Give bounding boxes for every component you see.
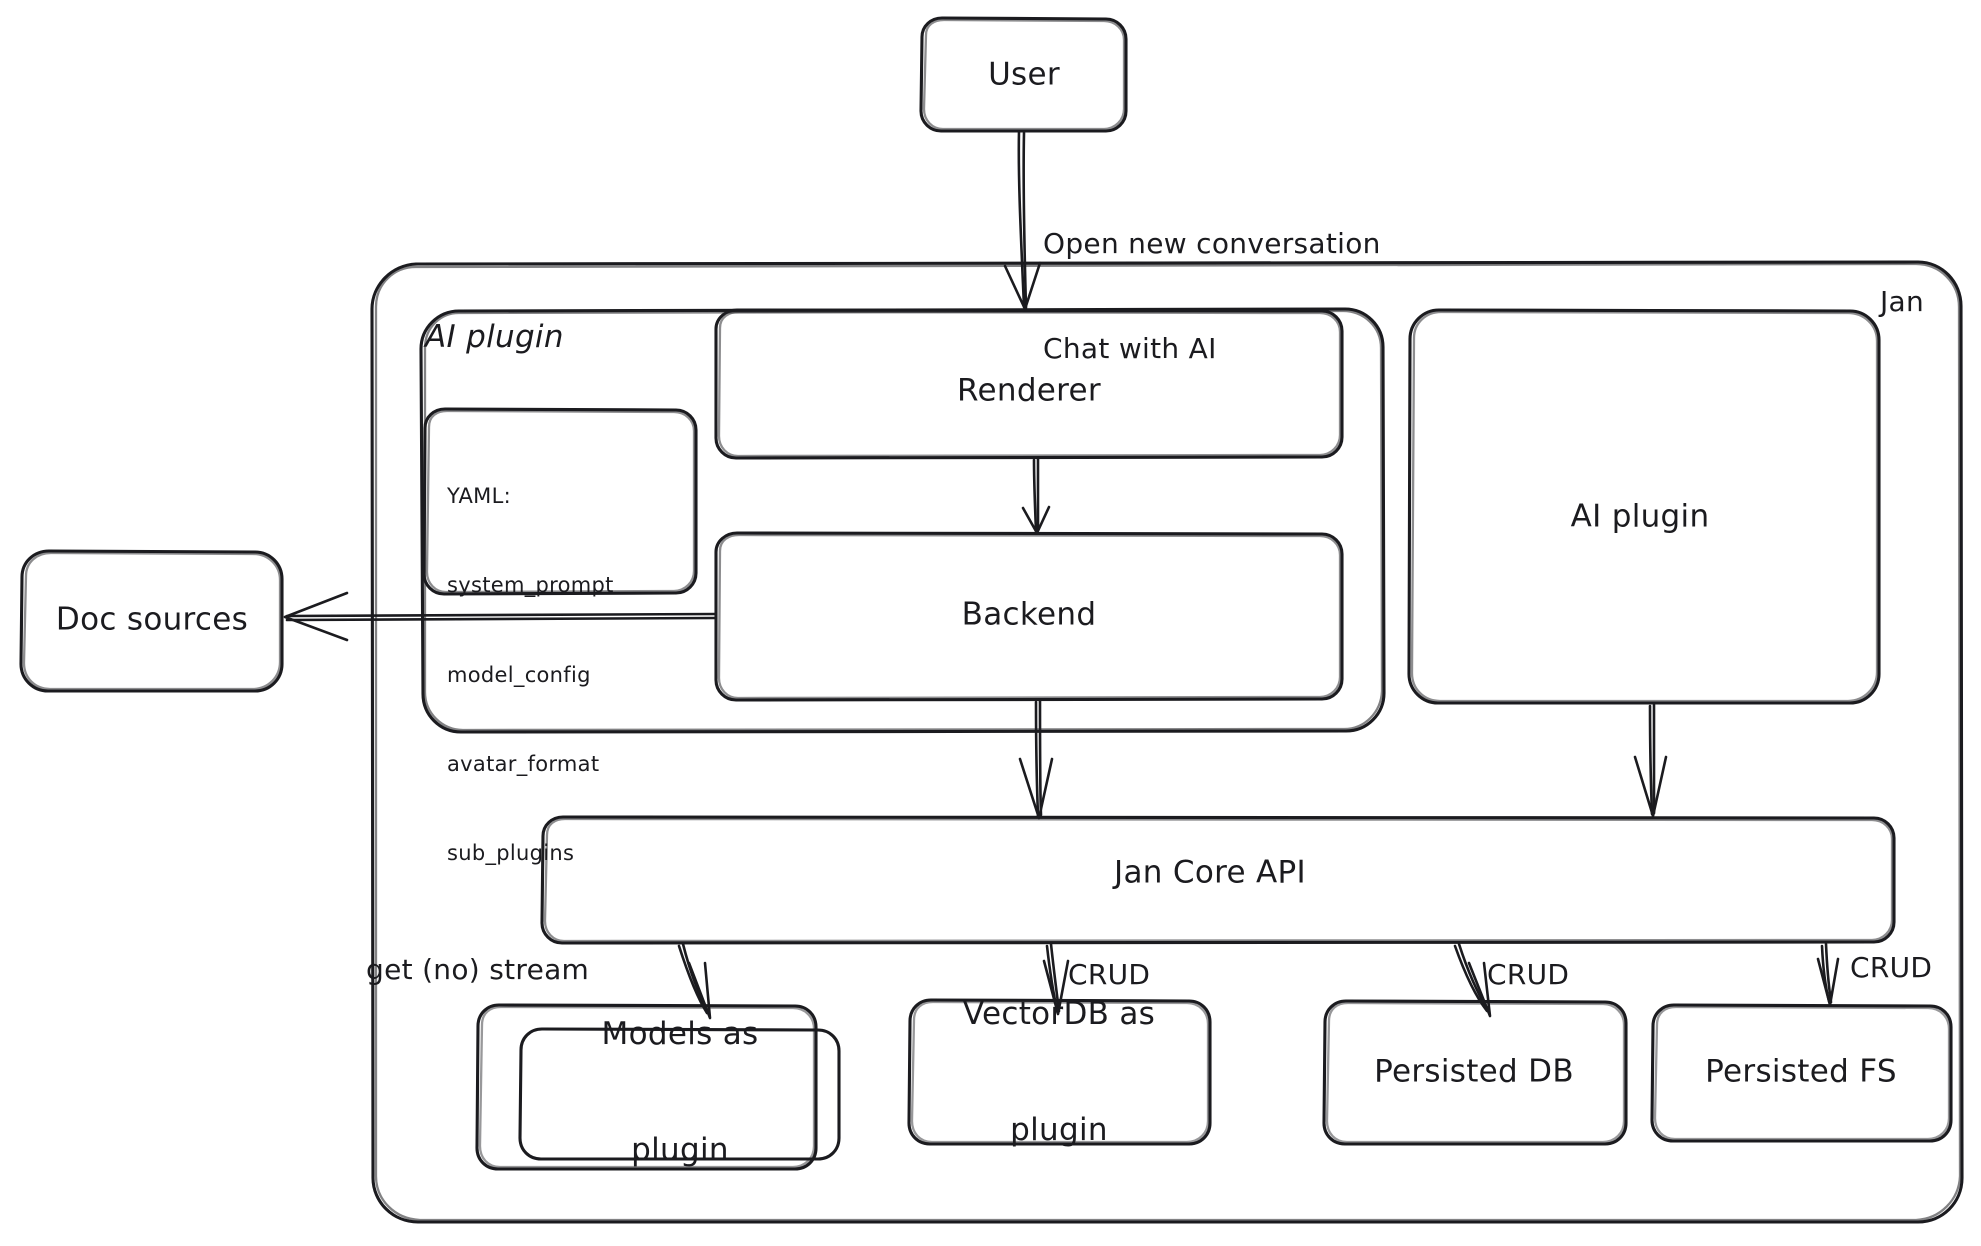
node-yaml-shape (422, 407, 698, 596)
edge-backend-to-doc-sources (283, 591, 718, 642)
node-backend-shape (714, 531, 1344, 702)
edge-jan-core-api-to-persisted-fs (1816, 942, 1840, 1007)
edge-backend-to-jan-core-api (1018, 699, 1054, 820)
node-user-shape (919, 16, 1128, 133)
node-jan-core-api-shape (540, 815, 1896, 945)
edge-jan-core-api-to-persisted-db (1453, 942, 1492, 1018)
node-persisted-db-shape (1322, 999, 1628, 1146)
node-ai-plugin-shape (1407, 308, 1881, 705)
edge-renderer-to-backend (1021, 457, 1051, 535)
edge-user-to-renderer (1003, 129, 1042, 311)
node-persisted-fs-shape (1650, 1003, 1953, 1143)
edge-jan-core-api-to-models (677, 942, 712, 1020)
edge-ai-plugin-to-jan-core-api (1633, 703, 1668, 818)
node-models-shape (475, 1003, 841, 1171)
edge-jan-core-api-to-vectordb (1042, 942, 1070, 1016)
node-vectordb-shape (907, 998, 1212, 1146)
node-doc-sources-shape (19, 549, 284, 693)
container-ai-plugin-group (419, 307, 1386, 734)
container-jan (370, 260, 1964, 1224)
node-renderer-shape (714, 308, 1344, 460)
